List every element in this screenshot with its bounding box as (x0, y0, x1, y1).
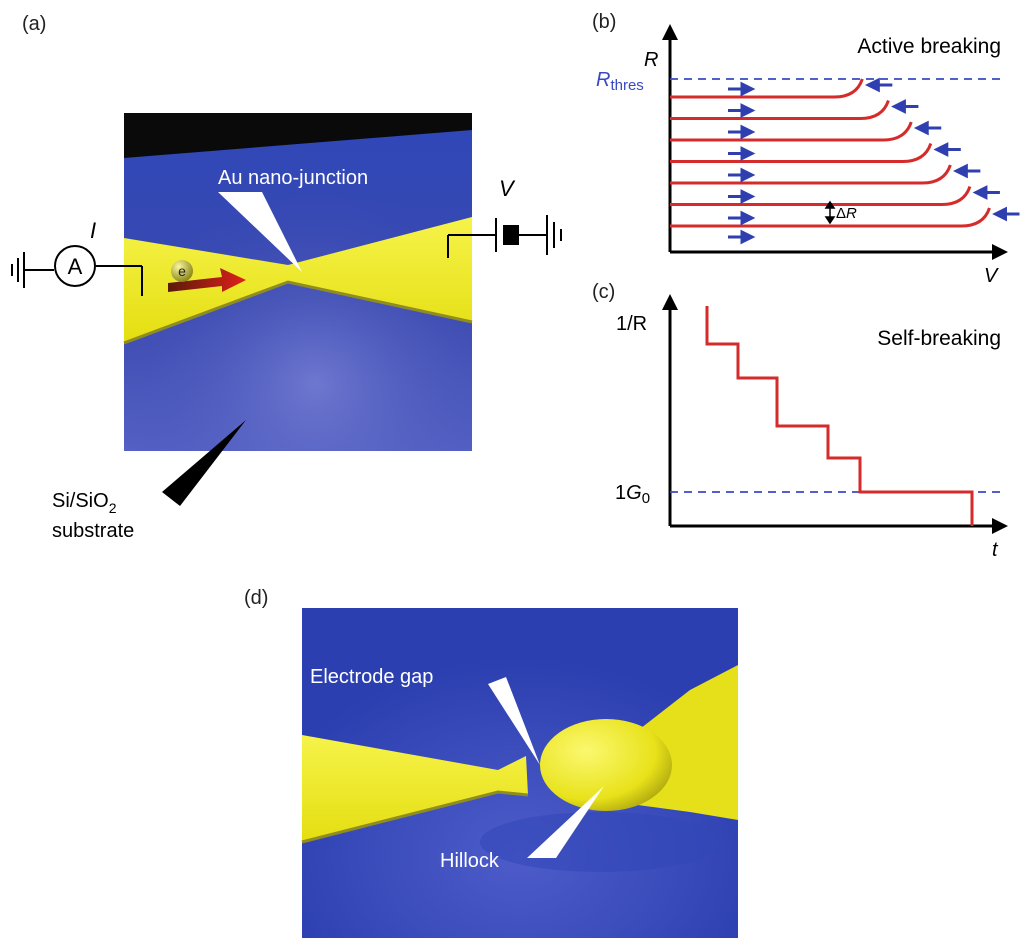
panel-d-letter: (d) (244, 587, 268, 609)
electrode-gap-label: Electrode gap (310, 666, 433, 688)
c-x-axis-arrowhead (992, 518, 1008, 534)
ammeter-circle (54, 245, 96, 287)
return-arrow (891, 99, 919, 114)
b-y-axis-arrowhead (662, 24, 678, 40)
hillock-pointer (527, 786, 604, 858)
forward-arrow (728, 124, 756, 140)
return-arrow (913, 120, 942, 136)
hillock (540, 719, 672, 811)
forward-arrow (728, 229, 756, 245)
electron-symbol: e (178, 263, 186, 279)
breaking-trace (670, 142, 933, 163)
forward-arrow (728, 103, 756, 118)
breaking-trace (670, 99, 890, 120)
forward-arrow (728, 210, 756, 226)
substrate-top-edge (124, 113, 472, 158)
panel-a-letter: (a) (22, 13, 46, 35)
active-breaking-title: Active breaking (857, 35, 1001, 58)
forward-arrow (728, 146, 756, 161)
left-electrode-d (302, 735, 528, 842)
voltage-symbol: V (499, 176, 516, 201)
c-y-axis-label: 1/R (616, 313, 647, 335)
panel-a: (a) e Au nano-junction A I (11, 13, 562, 542)
forward-arrow (728, 167, 756, 183)
g0-label: 1G0 (615, 482, 650, 507)
return-arrow (933, 142, 961, 157)
delta-r-marker (824, 200, 836, 225)
ammeter-symbol: A (68, 254, 83, 279)
substrate-label-line1: Si/SiO2 (52, 490, 117, 516)
b-traces (670, 77, 1020, 245)
panel-b-letter: (b) (592, 11, 616, 33)
gold-electrode (124, 217, 472, 343)
gap-pointer (488, 677, 540, 765)
c-y-axis-arrowhead (662, 294, 678, 310)
conductance-staircase (705, 306, 974, 526)
return-arrow (992, 206, 1020, 222)
breaking-trace (670, 185, 972, 206)
breaking-trace (670, 78, 864, 99)
breaking-trace (670, 207, 991, 228)
b-y-axis-label: R (644, 49, 658, 71)
substrate-pointer (162, 420, 246, 506)
forward-arrow (728, 189, 756, 204)
breaking-trace (670, 121, 913, 142)
breaking-trace (670, 164, 952, 185)
electron-arrow (168, 268, 246, 292)
gold-electrode-edge (123, 280, 473, 345)
b-x-axis-arrowhead (992, 244, 1008, 260)
self-breaking-title: Self-breaking (877, 327, 1001, 350)
panel-c-letter: (c) (592, 281, 615, 303)
forward-arrow (728, 81, 756, 97)
junction-pointer (218, 192, 302, 272)
current-symbol: I (90, 218, 96, 243)
return-arrow (972, 185, 1000, 200)
hillock-label: Hillock (440, 850, 500, 872)
threshold-label: Rthres (596, 69, 644, 94)
substrate-label-line2: substrate (52, 520, 134, 542)
hillock-shadow (480, 812, 720, 872)
c-x-axis-label: t (992, 539, 999, 561)
delta-r-label: ΔR (836, 205, 857, 222)
left-electrode-edge-d (301, 790, 529, 844)
voltage-source-plate (503, 225, 519, 245)
panel-c: (c) Self-breaking 1/R t 1G0 (592, 281, 1008, 561)
voltage-circuit (447, 215, 562, 258)
b-x-axis-label: V (984, 265, 999, 287)
panel-b: (b) Active breaking R V Rthres ΔR (592, 11, 1020, 287)
junction-label: Au nano-junction (218, 167, 368, 189)
electron-ball (171, 260, 193, 282)
ammeter-circuit (11, 245, 143, 296)
return-arrow (864, 77, 893, 93)
return-arrow (953, 163, 981, 179)
panel-d: (d) Electrode gap Hillock (244, 587, 738, 938)
